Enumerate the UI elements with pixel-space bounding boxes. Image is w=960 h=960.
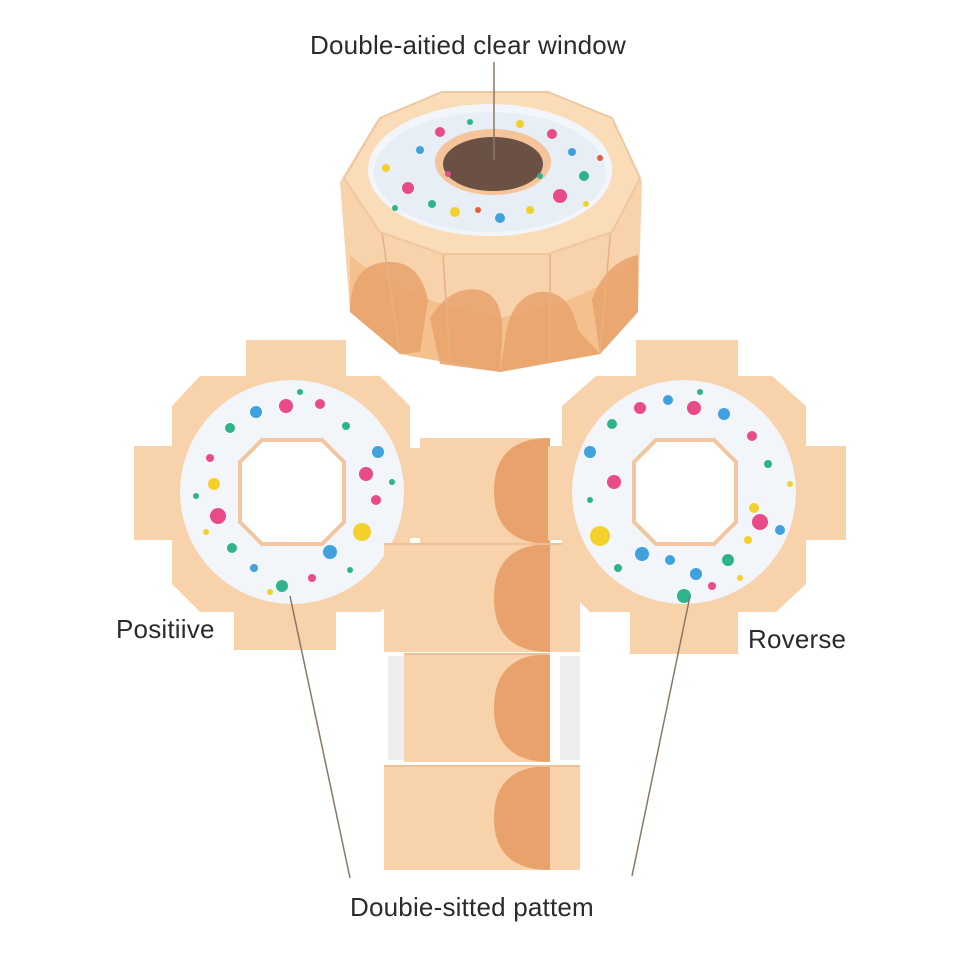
label-positive: Positiive [116, 614, 215, 644]
leader-pattern-left [289, 595, 351, 879]
label-double-sided-pattern: Doubie-sitted pattem [350, 892, 594, 922]
positive-panel [134, 340, 432, 650]
positive-window [238, 438, 346, 546]
reverse-window [632, 438, 738, 546]
box-scallop [350, 262, 428, 354]
leader-pattern-right [631, 595, 691, 877]
assembled-box [340, 91, 642, 372]
leader-lines [289, 62, 691, 879]
positive-sprinkles [193, 389, 395, 595]
reverse-sprinkles [584, 389, 793, 603]
side-strip-clear-right [560, 656, 580, 760]
reverse-panel [548, 340, 846, 654]
side-strip [384, 438, 580, 870]
label-clear-window: Double-aitied clear window [310, 30, 626, 60]
label-reverse: Roverse [748, 624, 847, 654]
side-strip-clear-left [388, 656, 408, 760]
box-sprinkles [382, 119, 603, 223]
